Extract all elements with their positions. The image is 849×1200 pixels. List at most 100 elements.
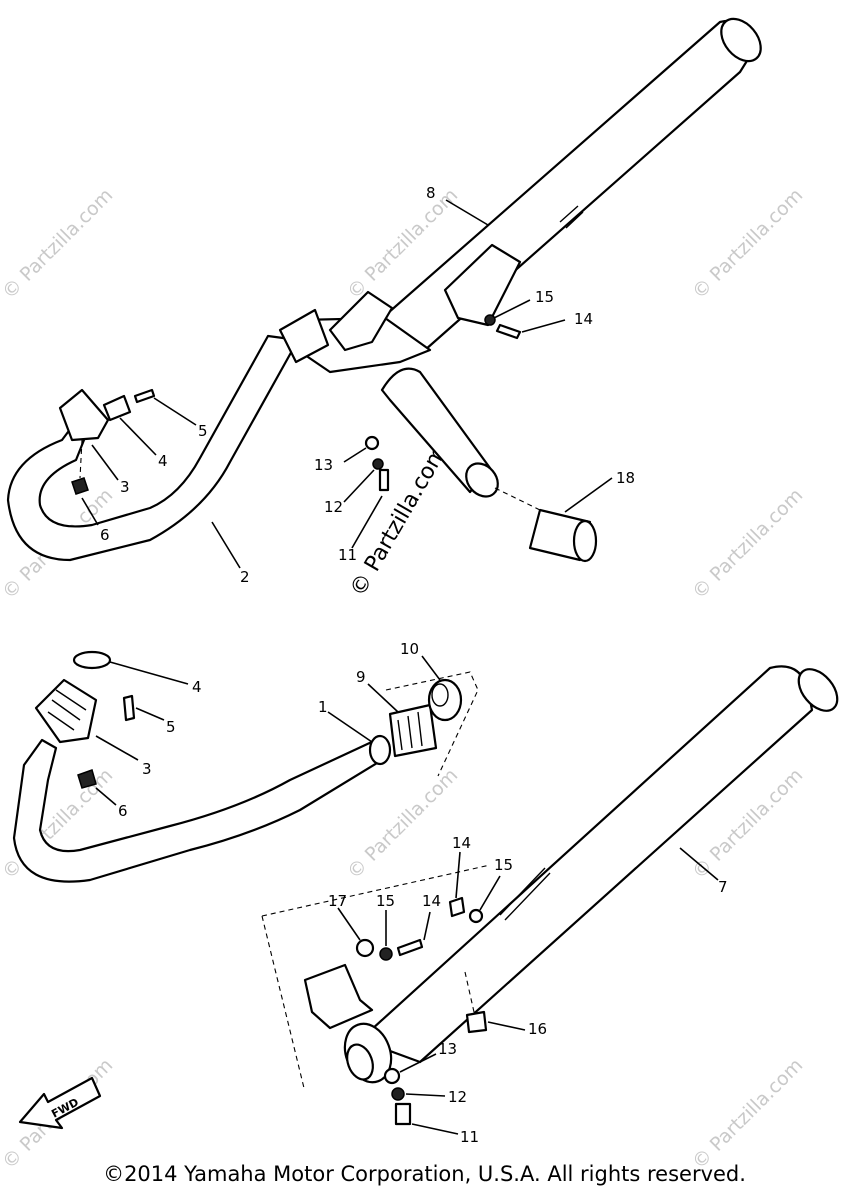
assembly-outline-pipe [385, 671, 479, 777]
callout-5-upper: 5 [198, 422, 208, 440]
leader-3-lower [95, 735, 139, 761]
ring-10 [427, 678, 463, 722]
callout-13-lower: 13 [438, 1040, 457, 1058]
ring-10-inner [431, 683, 449, 707]
watermark: © Partzilla.com [0, 184, 117, 303]
assembly-outline-muffler [261, 864, 491, 1089]
leader-14-upper [521, 319, 566, 333]
bolt-11-lower [394, 1102, 412, 1126]
leader-15-lower-right [479, 875, 501, 911]
callout-16: 16 [528, 1020, 547, 1038]
bolt-5-lower [122, 694, 136, 722]
leader-2 [211, 521, 241, 569]
callout-11-lower: 11 [460, 1128, 479, 1146]
muffler-bracket [443, 243, 522, 327]
callout-14-upper: 14 [574, 310, 593, 328]
clamp-axis-upper [79, 439, 83, 479]
callout-4-upper: 4 [158, 452, 168, 470]
axis-16 [464, 971, 475, 1013]
washer-13-upper [364, 435, 380, 451]
callout-9: 9 [356, 668, 366, 686]
lower-assembly: 4 5 3 6 1 9 10 7 14 15 17 15 14 16 13 12… [12, 640, 839, 1146]
washer-15-lower-left [379, 947, 393, 961]
leader-18 [564, 477, 613, 513]
head-pipe-2 [6, 334, 300, 562]
upper-assembly: 8 15 14 5 4 3 6 2 13 12 11 18 [6, 17, 762, 586]
callout-6-upper: 6 [100, 526, 110, 544]
clamp-3-lower [34, 678, 98, 744]
callout-18: 18 [616, 469, 635, 487]
callout-3-lower: 3 [142, 760, 152, 778]
tail-sleeve-18-end [572, 519, 598, 563]
gasket-9-ribs [397, 711, 423, 751]
callout-13-upper: 13 [314, 456, 333, 474]
callout-12-lower: 12 [448, 1088, 467, 1106]
muffler-7-inlet-inner [346, 1043, 374, 1081]
muffler-8-slot [559, 205, 584, 229]
leader-5-lower [135, 707, 165, 721]
leader-1 [327, 711, 373, 743]
callout-7: 7 [718, 878, 728, 896]
callout-1: 1 [318, 698, 328, 716]
callout-12-upper: 12 [324, 498, 343, 516]
grommet-16 [465, 1010, 488, 1034]
leader-12-lower [405, 1093, 446, 1097]
mounting-plate [328, 290, 394, 352]
flange-4-upper [102, 394, 132, 422]
leader-10 [421, 655, 441, 681]
clamp-3-upper [58, 388, 110, 442]
watermark: © Partzilla.com [688, 1054, 807, 1173]
callout-15-upper: 15 [535, 288, 554, 306]
watermark: © Partzilla.com [688, 484, 807, 603]
head-pipe-1 [12, 738, 384, 883]
callout-11-upper: 11 [338, 546, 357, 564]
callout-4-lower: 4 [192, 678, 202, 696]
muffler-7-strap [499, 867, 551, 921]
leader-16 [487, 1021, 526, 1031]
watermark: © Partzilla.com [343, 764, 462, 883]
watermark: © Partzilla.com [688, 184, 807, 303]
bolt-14-lower-right [448, 896, 466, 918]
leader-9 [367, 683, 399, 713]
leader-5-upper [153, 397, 197, 426]
bolt-11-upper [378, 468, 390, 492]
callout-15-lower-left: 15 [376, 892, 395, 910]
callout-3-upper: 3 [120, 478, 130, 496]
leader-6-lower [95, 787, 117, 806]
leader-7 [679, 847, 719, 881]
nut-6-upper [71, 477, 89, 495]
leader-11-upper [351, 495, 383, 549]
leader-17 [337, 907, 361, 941]
callout-2: 2 [240, 568, 250, 586]
callout-14-lower-right: 14 [452, 834, 471, 852]
leader-11-lower [411, 1123, 459, 1135]
leader-4-lower [109, 661, 189, 685]
muffler-8 [378, 19, 757, 352]
muffler-7-bracket [303, 963, 374, 1030]
head-pipe-1-end [368, 734, 392, 766]
leader-14-lower-right [455, 851, 461, 899]
washer-13-lower [383, 1067, 401, 1085]
leader-6-upper [81, 497, 99, 526]
bolt-14-upper [495, 323, 522, 340]
leader-18-axis [494, 487, 541, 511]
leader-13-upper [343, 447, 367, 463]
leader-12-upper [343, 469, 375, 503]
nut-6-lower [77, 769, 97, 789]
nut-12-upper [372, 458, 384, 470]
leader-14-lower-left [423, 911, 431, 941]
flange-4-lower [72, 650, 112, 670]
callout-6-lower: 6 [118, 802, 128, 820]
leader-4-upper [119, 417, 157, 456]
nut-12-lower [391, 1087, 405, 1101]
bolt-14-lower-left [396, 938, 424, 957]
grommet-17 [355, 938, 375, 958]
copyright-notice: ©2014 Yamaha Motor Corporation, U.S.A. A… [103, 1162, 746, 1186]
crossover-pipe-end [465, 462, 499, 498]
washer-15-lower-right [468, 908, 484, 924]
leader-15-upper [493, 299, 531, 319]
leader-3-upper [91, 444, 119, 481]
gasket-9 [388, 703, 438, 758]
muffler-8-outlet [720, 17, 762, 63]
